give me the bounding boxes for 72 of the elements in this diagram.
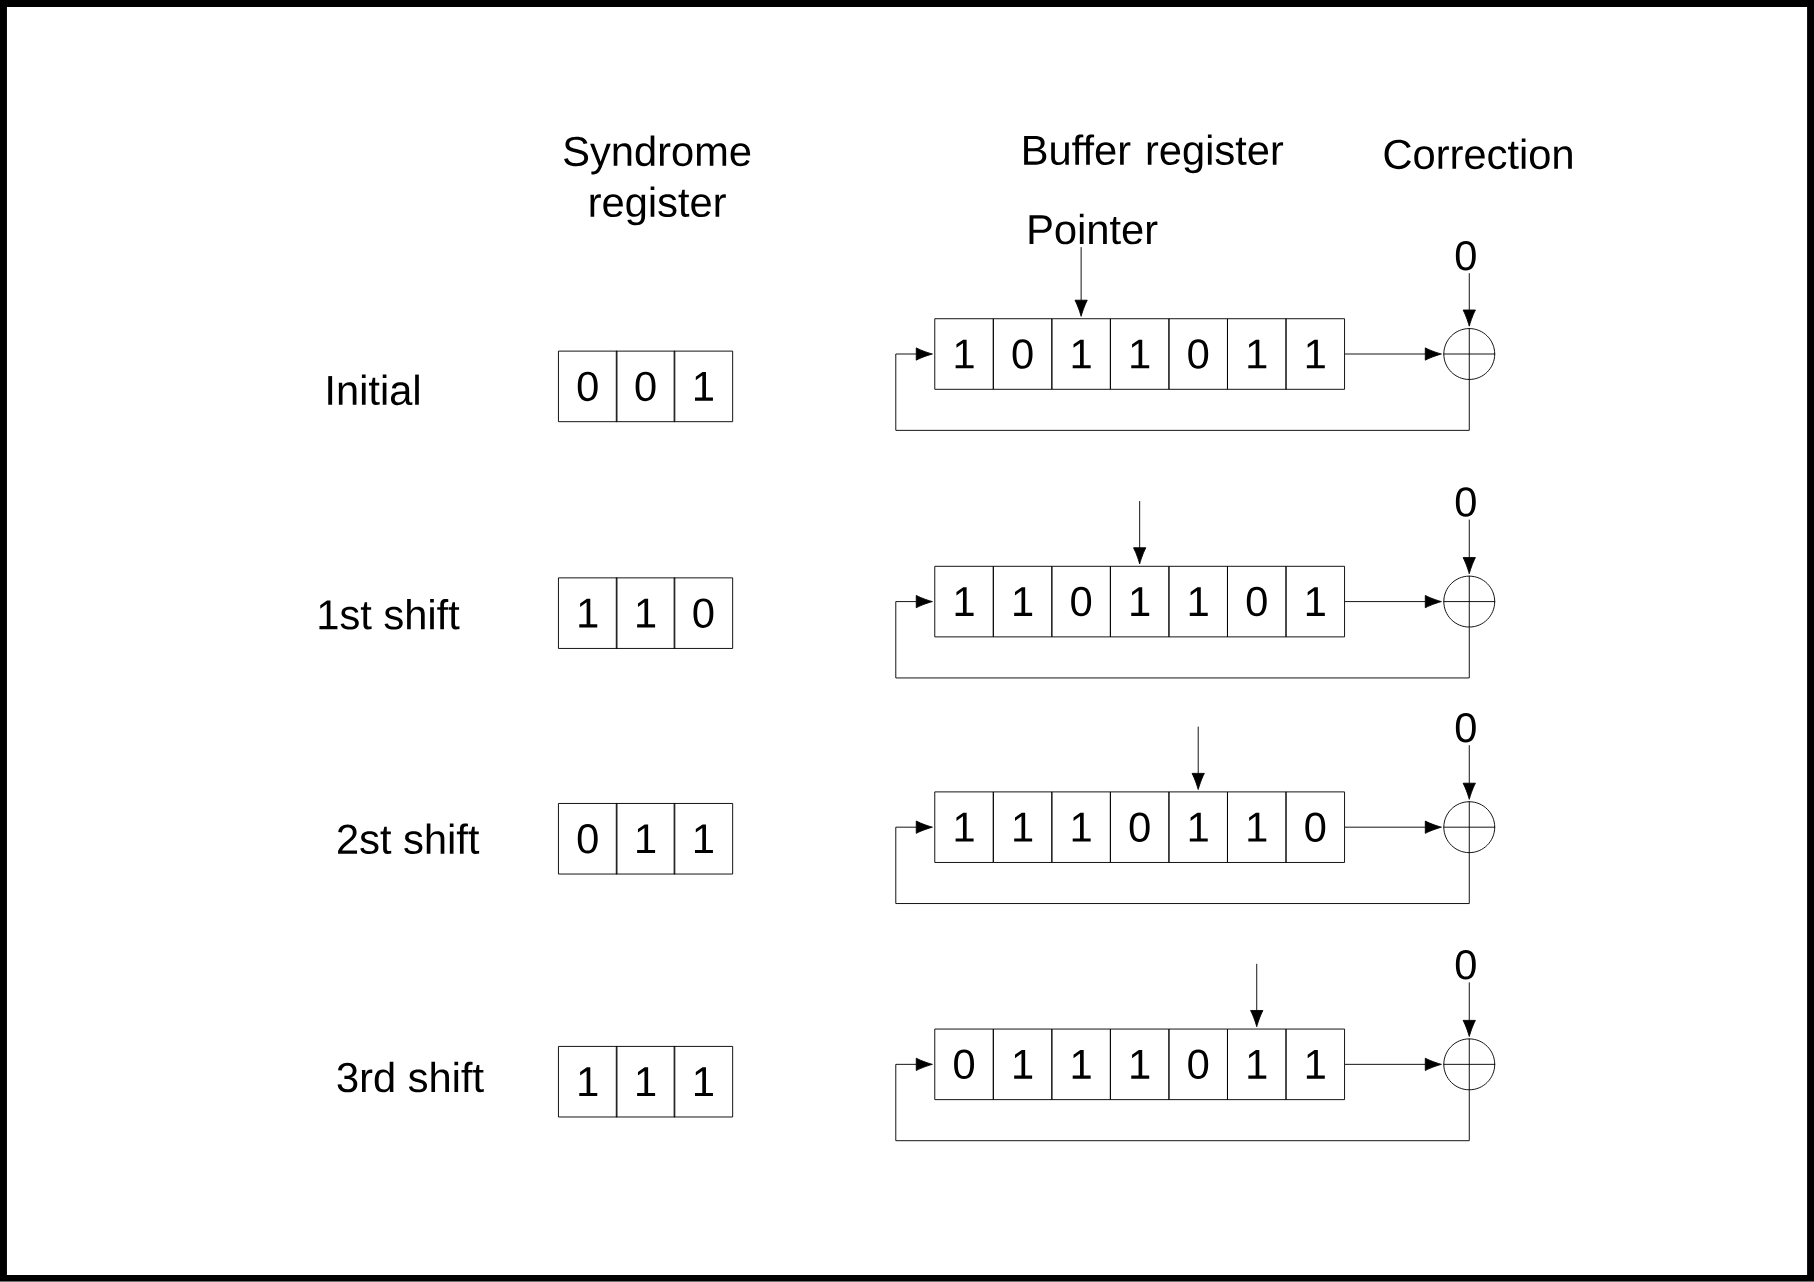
pointer-arrow <box>1074 246 1088 317</box>
register-cell: 0 <box>1285 791 1345 863</box>
column-header: Syndrome register <box>564 135 751 226</box>
register-cell: 1 <box>1227 791 1287 863</box>
feedback-arrow <box>895 347 1470 431</box>
register-cell: 0 <box>1051 565 1111 638</box>
register-cell: 1 <box>934 318 994 390</box>
register-cell: 1 <box>1227 1028 1287 1101</box>
register-cell: 1 <box>1051 1028 1111 1101</box>
bit-label: 0 <box>1455 487 1476 517</box>
register-cell: 1 <box>934 565 994 638</box>
bit-label: 0 <box>1455 241 1476 271</box>
register-cell: 1 <box>615 803 676 875</box>
register-cell: 1 <box>1109 1028 1170 1101</box>
register-cell: 1 <box>1168 791 1228 863</box>
column-header: Buffer register <box>1024 134 1284 174</box>
register-cell: 0 <box>557 350 618 423</box>
arrow <box>1462 982 1476 1038</box>
register-cell: 1 <box>1051 791 1111 863</box>
arrow <box>1462 272 1476 327</box>
register-cell: 0 <box>1227 565 1287 638</box>
register-cell: 1 <box>557 577 618 649</box>
row-label: Initial <box>328 374 419 406</box>
register-cell: 1 <box>1051 318 1111 390</box>
bit-label: 0 <box>1455 713 1476 743</box>
feedback-arrow <box>895 820 1470 905</box>
register-cell: 0 <box>557 803 618 875</box>
register-cell: 0 <box>673 577 734 649</box>
register-cell: 1 <box>1227 318 1287 390</box>
feedback-arrow <box>895 595 1470 679</box>
register-cell: 1 <box>992 791 1053 863</box>
register-cell: 1 <box>615 577 676 649</box>
xor-symbol <box>1442 575 1496 629</box>
pointer-label: Pointer <box>1029 213 1158 245</box>
register-cell: 0 <box>615 350 676 423</box>
row-label: 1st shift <box>319 599 460 630</box>
pointer-arrow <box>1191 726 1205 791</box>
register-cell: 0 <box>1168 1028 1228 1101</box>
bit-label: 0 <box>1455 950 1476 980</box>
register-cell: 1 <box>1285 565 1345 638</box>
register-cell: 1 <box>1285 318 1345 390</box>
arrow <box>1462 519 1476 575</box>
arrow <box>1344 820 1442 834</box>
register-cell: 1 <box>1109 318 1170 390</box>
register-cell: 1 <box>1109 565 1170 638</box>
xor-symbol <box>1442 800 1496 854</box>
register-cell: 0 <box>1168 318 1228 390</box>
row-label: 2st shift <box>338 823 480 855</box>
arrow <box>1344 347 1442 361</box>
pointer-arrow <box>1250 963 1264 1028</box>
row-label: 3rd shift <box>337 1061 484 1093</box>
register-cell: 1 <box>992 565 1053 638</box>
register-cell: 1 <box>1168 565 1228 638</box>
register-cell: 0 <box>934 1028 994 1101</box>
register-cell: 1 <box>1285 1028 1345 1101</box>
register-cell: 0 <box>992 318 1053 390</box>
column-header: Correction <box>1384 138 1572 170</box>
feedback-arrow <box>895 1057 1470 1142</box>
register-cell: 1 <box>673 803 734 875</box>
register-cell: 1 <box>615 1046 676 1118</box>
arrow <box>1344 595 1442 609</box>
xor-symbol <box>1442 1038 1496 1091</box>
register-cell: 0 <box>1109 791 1170 863</box>
pointer-arrow <box>1133 500 1147 565</box>
xor-symbol <box>1442 327 1496 381</box>
register-cell: 1 <box>673 350 734 423</box>
register-cell: 1 <box>557 1046 618 1118</box>
register-cell: 1 <box>992 1028 1053 1101</box>
arrow <box>1344 1057 1442 1072</box>
arrow <box>1462 744 1476 800</box>
register-cell: 1 <box>934 791 994 863</box>
register-cell: 1 <box>673 1046 734 1118</box>
